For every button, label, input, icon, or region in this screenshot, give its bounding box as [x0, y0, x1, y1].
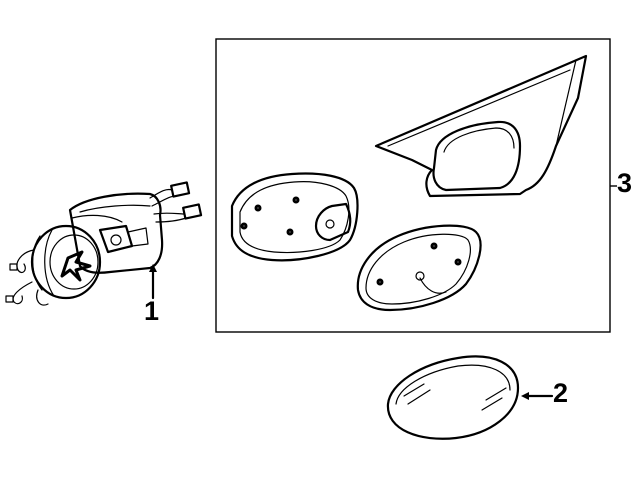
- mirror-housing-icon: [230, 54, 588, 312]
- callout-1: 1: [144, 296, 160, 326]
- callout-3: 3: [617, 168, 633, 198]
- part-3-group-box: [215, 38, 617, 333]
- callout-2: 2: [553, 378, 569, 408]
- mirror-motor-icon: [5, 181, 203, 306]
- mirror-glass-icon: [386, 355, 554, 440]
